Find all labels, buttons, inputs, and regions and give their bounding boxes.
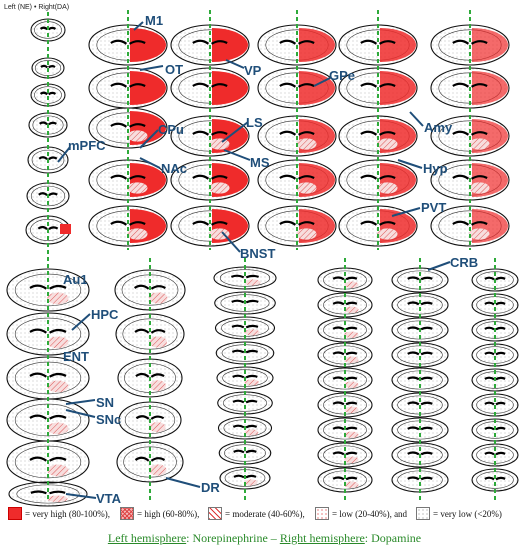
- label-SNc: SNc: [96, 412, 122, 427]
- label-leader-line: [139, 157, 161, 169]
- label-leader-line: [223, 149, 251, 161]
- brain-section: [115, 313, 185, 355]
- label-leader-line: [221, 231, 241, 253]
- label-DR: DR: [201, 480, 220, 495]
- legend-high: = high (60-80%),: [120, 507, 199, 520]
- caption-norepinephrine: : Norepinephrine –: [186, 531, 280, 545]
- brain-section: [338, 205, 418, 247]
- very-high-swatch-icon: [8, 507, 22, 520]
- legend-very-low: = very low (<20%): [416, 507, 502, 520]
- brain-section: [30, 83, 66, 107]
- legend-moderate: = moderate (40-60%),: [208, 507, 305, 520]
- hemisphere-legend: Left (NE) • Right(DA): [4, 4, 70, 11]
- label-HPC: HPC: [91, 307, 119, 322]
- label-mPFC: mPFC: [68, 138, 106, 153]
- label-M1: M1: [145, 13, 164, 28]
- label-leader-line: [65, 409, 96, 418]
- mpfc-red-mark: [60, 224, 71, 234]
- label-ENT: ENT: [63, 349, 89, 364]
- brain-section: [8, 481, 88, 507]
- label-PVT: PVT: [421, 200, 447, 215]
- label-leader-line: [391, 207, 421, 217]
- caption-left-hemisphere: Left hemisphere: [107, 531, 187, 545]
- label-leader-line: [165, 477, 201, 488]
- label-leader-line: [65, 493, 97, 499]
- brain-section: [217, 391, 273, 415]
- brain-section: [471, 293, 519, 317]
- label-GPe: GPe: [329, 68, 356, 83]
- label-leader-line: [57, 146, 71, 163]
- hemisphere-caption: Left hemisphere: Norepinephrine – Right …: [0, 531, 529, 546]
- label-leader-line: [139, 129, 159, 149]
- label-OT: OT: [165, 62, 184, 77]
- brain-section: [218, 441, 272, 465]
- density-legend: = very high (80-100%), = high (60-80%), …: [8, 507, 528, 525]
- legend-very-low-text: = very low (<20%): [433, 508, 502, 519]
- legend-very-high-text: = very high (80-100%),: [25, 508, 111, 519]
- label-leader-line: [313, 77, 331, 87]
- low-swatch-icon: [315, 507, 329, 520]
- brain-section: [317, 292, 373, 318]
- brain-section: [30, 18, 66, 42]
- legend-low-text: = low (20-40%), and: [332, 508, 408, 519]
- label-CRB: CRB: [450, 255, 479, 270]
- label-Amy: Amy: [424, 120, 453, 135]
- label-leader-line: [133, 21, 144, 31]
- label-leader-line: [409, 111, 424, 127]
- caption-right-hemisphere: Right hemisphere: [279, 531, 365, 545]
- label-NAc: NAc: [161, 161, 188, 176]
- label-MS: MS: [250, 155, 270, 170]
- legend-low: = low (20-40%), and: [315, 507, 407, 520]
- brain-section: [257, 205, 337, 247]
- high-swatch-icon: [120, 507, 134, 520]
- brain-section: [317, 342, 373, 368]
- brain-section: [170, 205, 250, 247]
- brain-section: [213, 266, 277, 290]
- label-leader-line: [221, 121, 249, 143]
- label-leader-line: [65, 399, 96, 405]
- brain-section: [430, 205, 510, 247]
- label-leader-line: [397, 159, 423, 169]
- brain-section: [88, 107, 168, 149]
- label-leader-line: [427, 261, 451, 271]
- legend-very-high: = very high (80-100%),: [8, 507, 110, 520]
- label-LS: LS: [246, 115, 263, 130]
- legend-moderate-text: = moderate (40-60%),: [225, 508, 305, 519]
- label-leader-line: [225, 59, 245, 69]
- label-BNST: BNST: [240, 246, 276, 261]
- label-VP: VP: [244, 63, 262, 78]
- label-leader-line: [139, 65, 164, 71]
- very-low-swatch-icon: [416, 507, 430, 520]
- label-Hyp: Hyp: [423, 161, 448, 176]
- moderate-swatch-icon: [208, 507, 222, 520]
- brain-section: [88, 205, 168, 247]
- brain-section: [471, 468, 519, 492]
- caption-dopamine: : Dopamine: [364, 531, 422, 545]
- label-leader-line: [71, 313, 91, 331]
- label-SN: SN: [96, 395, 115, 410]
- label-VTA: VTA: [96, 491, 122, 506]
- label-CPu: CPu: [158, 122, 184, 137]
- brain-section: [471, 343, 519, 367]
- label-Au1: Au1: [63, 272, 88, 287]
- legend-high-text: = high (60-80%),: [137, 508, 200, 519]
